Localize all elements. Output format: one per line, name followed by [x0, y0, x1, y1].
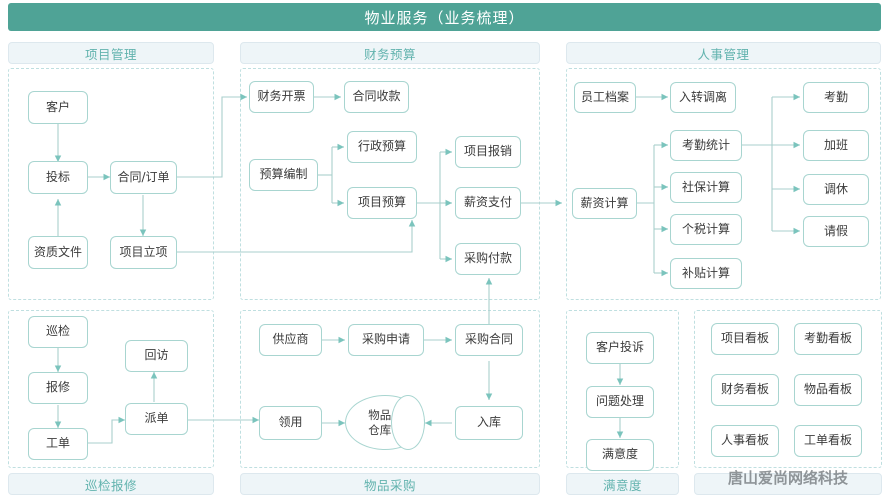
- node-purchase-contract[interactable]: 采购合同: [455, 324, 523, 356]
- panel-hr-management: 人事管理: [566, 42, 881, 300]
- node-onboarding-transfer[interactable]: 入转调离: [670, 82, 736, 113]
- node-goods-warehouse[interactable]: 物品 仓库: [345, 395, 425, 450]
- node-work-order-dashboard[interactable]: 工单看板: [794, 425, 862, 457]
- node-finance-dashboard[interactable]: 财务看板: [711, 374, 779, 406]
- panel-title-goods-procurement: 物品采购: [240, 473, 540, 495]
- node-goods-dashboard[interactable]: 物品看板: [794, 374, 862, 406]
- node-work-order[interactable]: 工单: [28, 428, 88, 460]
- node-subsidy-calculation[interactable]: 补贴计算: [670, 258, 742, 289]
- node-project-reimbursement[interactable]: 项目报销: [455, 136, 521, 168]
- panel-title-finance-budget: 财务预算: [240, 42, 540, 64]
- node-stock-in[interactable]: 入库: [455, 406, 523, 440]
- node-issue-handling[interactable]: 问题处理: [586, 386, 654, 418]
- node-goods-warehouse-label: 物品 仓库: [368, 408, 392, 437]
- panel-satisfaction: 满意度: [566, 310, 679, 495]
- node-employee-records[interactable]: 员工档案: [574, 82, 636, 113]
- panel-body-dashboards: [694, 310, 882, 468]
- watermark: 唐山爱尚网络科技: [727, 468, 848, 487]
- panel-title-hr-management: 人事管理: [566, 42, 881, 64]
- node-salary-payment[interactable]: 薪资支付: [455, 187, 521, 219]
- node-attendance[interactable]: 考勤: [803, 82, 869, 113]
- node-procurement-payment[interactable]: 采购付款: [455, 243, 521, 275]
- panel-title-satisfaction: 满意度: [566, 473, 679, 495]
- node-project-initiation[interactable]: 项目立项: [110, 236, 177, 269]
- node-repair-request[interactable]: 报修: [28, 372, 88, 404]
- panel-finance-budget: 财务预算: [240, 42, 540, 300]
- panel-body-inspection-repair: [8, 310, 214, 468]
- node-contract-collection[interactable]: 合同收款: [344, 81, 409, 113]
- node-qualification-documents[interactable]: 资质文件: [28, 236, 88, 269]
- node-time-off[interactable]: 调休: [803, 174, 869, 205]
- node-attendance-statistics[interactable]: 考勤统计: [670, 130, 742, 161]
- panel-title-project-management: 项目管理: [8, 42, 214, 64]
- node-supplier[interactable]: 供应商: [259, 324, 322, 356]
- node-income-tax-calculation[interactable]: 个税计算: [670, 214, 742, 245]
- panel-title-inspection-repair: 巡检报修: [8, 473, 214, 495]
- node-hr-dashboard[interactable]: 人事看板: [711, 425, 779, 457]
- panel-dashboards: [694, 310, 882, 495]
- panel-body-goods-procurement: [240, 310, 540, 468]
- node-inspection[interactable]: 巡检: [28, 316, 88, 348]
- panel-project-management: 项目管理: [8, 42, 214, 300]
- panel-body-project-management: [8, 68, 214, 300]
- node-project-budget[interactable]: 项目预算: [347, 187, 417, 219]
- node-administrative-budget[interactable]: 行政预算: [347, 131, 417, 163]
- panel-body-hr-management: [566, 68, 881, 300]
- node-leave[interactable]: 请假: [803, 216, 869, 247]
- node-budget-preparation[interactable]: 预算编制: [249, 159, 318, 191]
- panel-goods-procurement: 物品采购: [240, 310, 540, 495]
- node-customer[interactable]: 客户: [28, 91, 88, 124]
- cylinder-cap: [391, 395, 425, 450]
- panel-inspection-repair: 巡检报修: [8, 310, 214, 495]
- node-purchase-request[interactable]: 采购申请: [348, 324, 424, 356]
- node-follow-up-visit[interactable]: 回访: [125, 340, 188, 372]
- node-bidding[interactable]: 投标: [28, 161, 88, 194]
- node-dispatch[interactable]: 派单: [125, 403, 188, 435]
- node-finance-invoicing[interactable]: 财务开票: [249, 81, 314, 113]
- node-project-dashboard[interactable]: 项目看板: [711, 323, 779, 355]
- node-salary-calculation[interactable]: 薪资计算: [572, 188, 637, 219]
- node-satisfaction-score[interactable]: 满意度: [586, 439, 654, 471]
- panel-title-dashboards: [694, 473, 882, 495]
- panel-body-finance-budget: [240, 68, 540, 300]
- node-overtime[interactable]: 加班: [803, 130, 869, 161]
- page-title: 物业服务（业务梳理）: [8, 3, 881, 31]
- node-attendance-dashboard[interactable]: 考勤看板: [794, 323, 862, 355]
- node-contract-order[interactable]: 合同/订单: [110, 161, 177, 194]
- node-customer-complaint[interactable]: 客户投诉: [586, 332, 654, 364]
- node-requisition[interactable]: 领用: [259, 406, 322, 440]
- node-social-insurance-calculation[interactable]: 社保计算: [670, 172, 742, 203]
